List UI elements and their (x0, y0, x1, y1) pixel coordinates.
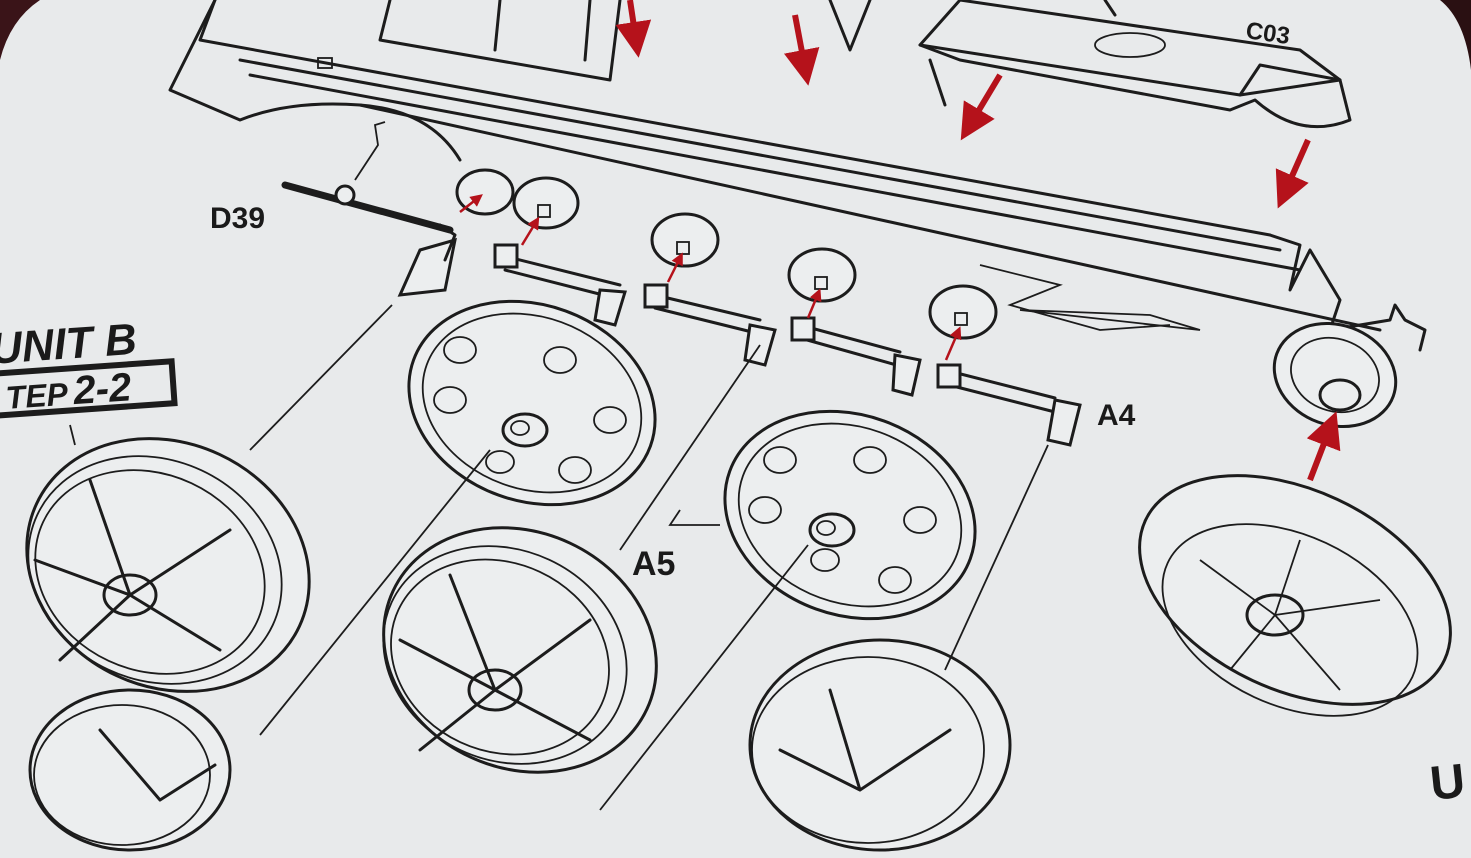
spoked-wheel-4 (28, 688, 232, 852)
arrow-icon (783, 14, 820, 86)
leader-lines (69, 304, 1049, 811)
arrow-icon (1275, 138, 1311, 209)
arrow-icon (960, 73, 1003, 141)
step-box (0, 358, 178, 420)
fender-parts (378, 0, 1352, 129)
background-corner-top-right (1440, 0, 1471, 70)
part-d39-drawing (281, 181, 457, 297)
spoked-wheel-3 (748, 638, 1012, 852)
suspension-arms (493, 243, 1082, 447)
part-label-a4: A4 (1097, 399, 1136, 432)
road-wheel-2 (723, 409, 977, 621)
step-number: 2-2 (71, 365, 133, 413)
background-corner-top-left (0, 0, 40, 60)
suspension-hubs (455, 168, 998, 340)
road-wheel-1 (407, 299, 657, 507)
arrow-icon (944, 326, 962, 361)
step-header: UNIT B TEP 2-2 (0, 315, 178, 420)
part-label-c03: C03 (1244, 17, 1291, 50)
assembly-arrows (354, 0, 1341, 482)
step-prefix: TEP (4, 376, 69, 416)
spoked-wheel-2 (382, 526, 658, 774)
idler-wheel (1272, 321, 1398, 429)
part-label-d39: D39 (210, 202, 265, 235)
arrow-icon (666, 252, 683, 283)
arrow-icon (520, 216, 540, 246)
arrow-icon (1306, 411, 1341, 482)
drive-sprocket (1138, 474, 1452, 717)
part-label-a5: A5 (632, 545, 675, 583)
edge-letter: U (1428, 755, 1468, 811)
spoked-wheel-1 (25, 437, 311, 693)
arrow-icon (615, 0, 652, 58)
arrow-icon (806, 288, 822, 319)
arrow-icon (459, 194, 483, 213)
